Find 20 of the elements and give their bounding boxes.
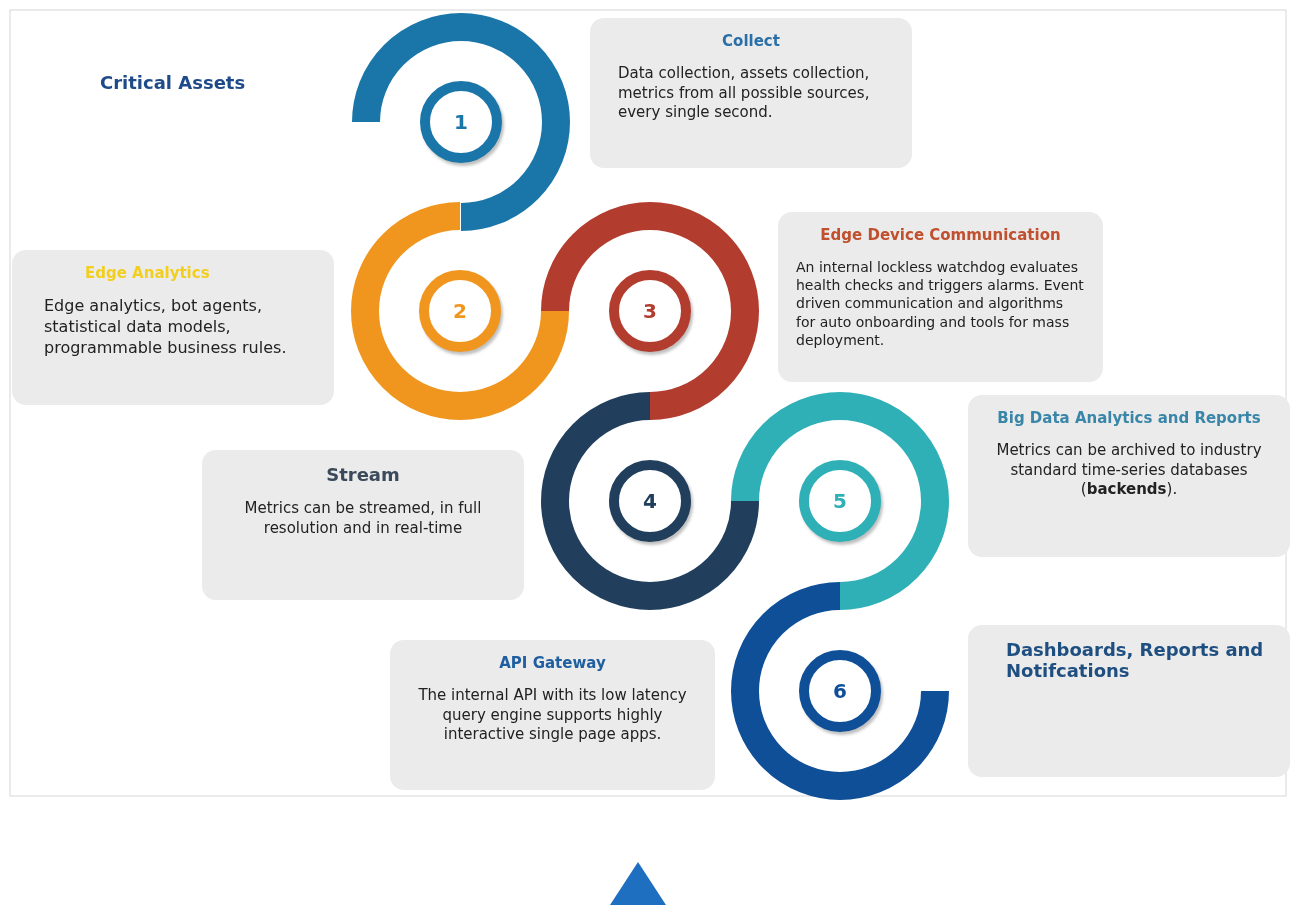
- card-text: Data collection, assets collection, metrics from all possible sources, every single second.: [617, 64, 871, 123]
- card-title: API Gateway: [498, 654, 607, 672]
- card-text: An internal lockless watchdog evaluates health checks and triggers alarms. Event driven communication and algorithms for auto onboarding and tools for mass deployment.: [796, 258, 1085, 349]
- card-title: Collect: [721, 32, 781, 50]
- step-number-circle: 6: [799, 650, 881, 732]
- step-number-circle: 3: [609, 270, 691, 352]
- card-text: Metrics can be streamed, in full resolution and in real-time: [243, 499, 483, 538]
- card-text: Metrics can be archived to industry standard time-series databases (backends).: [995, 441, 1263, 500]
- step-number-circle: 4: [609, 460, 691, 542]
- step-number-circle: 2: [419, 270, 501, 352]
- card-title: Edge Analytics: [84, 264, 211, 282]
- heading-text: Critical Assets: [100, 72, 246, 93]
- card-text: Edge analytics, bot agents, statistical data models, programmable business rules.: [43, 296, 288, 359]
- card-title: Dashboards, Reports and Notifcations: [1005, 639, 1265, 681]
- card-text: The internal API with its low latency query engine supports highly interactive single page apps.: [417, 686, 688, 745]
- card-title: Edge Device Communication: [819, 226, 1062, 244]
- step-number-circle: 5: [799, 460, 881, 542]
- card-title: Stream: [325, 464, 401, 485]
- card-title: Big Data Analytics and Reports: [996, 409, 1262, 427]
- step-number-circle: 1: [420, 81, 502, 163]
